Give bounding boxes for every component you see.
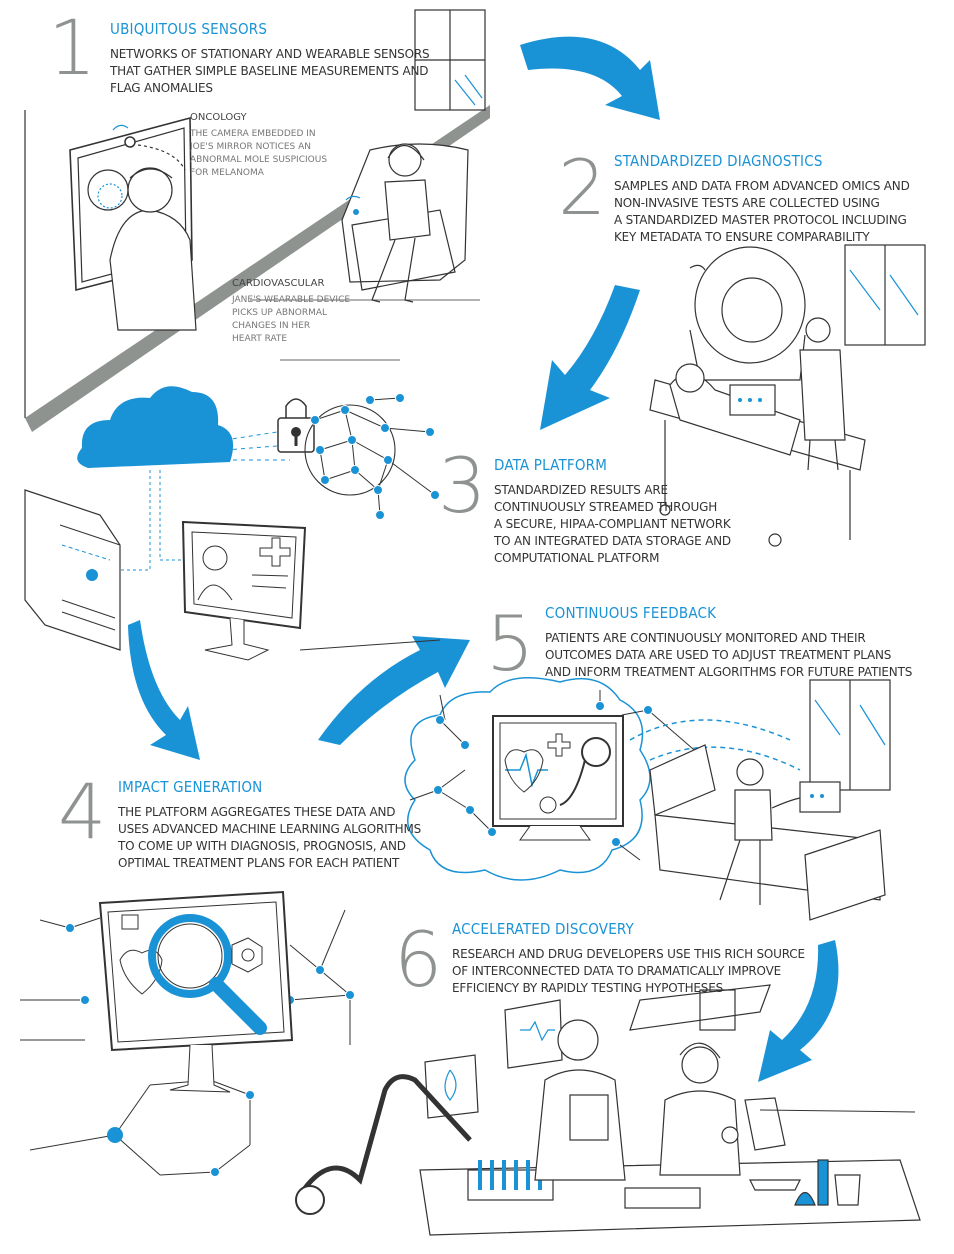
cardiovascular-line: PICKS UP ABNORMAL	[232, 308, 328, 318]
step-2-line: NON-INVASIVE TESTS ARE COLLECTED USING	[614, 196, 880, 210]
oncology-callout-title: ONCOLOGY	[190, 112, 247, 123]
oncology-line: THE CAMERA EMBEDDED IN	[190, 129, 316, 139]
feedback-scene	[404, 677, 891, 921]
cardiovascular-line: HEART RATE	[232, 334, 288, 344]
impact-scene	[20, 890, 355, 1177]
step-1-line: NETWORKS OF STATIONARY AND WEARABLE SENS…	[110, 47, 430, 61]
step-3-title: DATA PLATFORM	[494, 456, 608, 474]
step-3-description: STANDARDIZED RESULTS ARE CONTINUOUSLY ST…	[494, 482, 731, 567]
step-5-line: PATIENTS ARE CONTINUOUSLY MONITORED AND …	[545, 631, 866, 645]
cardiovascular-line: JANE'S WEARABLE DEVICE	[232, 295, 351, 305]
step-2-line: SAMPLES AND DATA FROM ADVANCED OMICS AND	[614, 179, 910, 193]
step-1-line: FLAG ANOMALIES	[110, 81, 213, 95]
step-4-number: 4	[58, 767, 107, 856]
step-1-line: THAT GATHER SIMPLE BASELINE MEASUREMENTS…	[110, 64, 429, 78]
step-6-title: ACCELERATED DISCOVERY	[452, 920, 634, 938]
oncology-line: ABNORMAL MOLE SUSPICIOUS	[190, 155, 328, 165]
step-2-title: STANDARDIZED DIAGNOSTICS	[614, 152, 823, 170]
flow-arrows	[128, 36, 839, 1082]
step-3-line: STANDARDIZED RESULTS ARE	[494, 483, 668, 497]
data-platform-scene	[24, 386, 441, 661]
step-5-line: AND INFORM TREATMENT ALGORITHMS FOR FUTU…	[545, 665, 913, 679]
step-3-line: TO AN INTEGRATED DATA STORAGE AND	[494, 534, 731, 548]
step-4-line: USES ADVANCED MACHINE LEARNING ALGORITHM…	[118, 822, 422, 836]
oncology-callout-text: THE CAMERA EMBEDDED IN JOE'S MIRROR NOTI…	[190, 128, 327, 180]
step-3-line: COMPUTATIONAL PLATFORM	[494, 551, 660, 565]
step-6-line: RESEARCH AND DRUG DEVELOPERS USE THIS RI…	[452, 947, 805, 961]
oncology-line: FOR MELANOMA	[190, 168, 264, 178]
step-3-number: 3	[438, 441, 487, 530]
step-2-number: 2	[558, 143, 607, 232]
step-4-description: THE PLATFORM AGGREGATES THESE DATA AND U…	[118, 804, 421, 872]
step-3-line: A SECURE, HIPAA-COMPLIANT NETWORK	[494, 517, 731, 531]
step-4-title: IMPACT GENERATION	[118, 778, 263, 796]
step-4-line: OPTIMAL TREATMENT PLANS FOR EACH PATIENT	[118, 856, 400, 870]
step-4-line: TO COME UP WITH DIAGNOSIS, PROGNOSIS, AN…	[118, 839, 406, 853]
cardiovascular-line: CHANGES IN HER	[232, 321, 311, 331]
oncology-line: JOE'S MIRROR NOTICES AN	[190, 142, 311, 152]
step-4-line: THE PLATFORM AGGREGATES THESE DATA AND	[118, 805, 396, 819]
step-6-number: 6	[394, 915, 443, 1004]
step-5-title: CONTINUOUS FEEDBACK	[545, 604, 717, 622]
sensor-room-scene	[24, 9, 490, 432]
lab-scene	[295, 984, 921, 1236]
step-6-line: OF INTERCONNECTED DATA TO DRAMATICALLY I…	[452, 964, 781, 978]
step-6-description: RESEARCH AND DRUG DEVELOPERS USE THIS RI…	[452, 946, 805, 997]
step-1-title: UBIQUITOUS SENSORS	[110, 20, 268, 38]
diagnostics-scene	[649, 244, 926, 547]
step-2-line: KEY METADATA TO ENSURE COMPARABILITY	[614, 230, 870, 244]
cardiovascular-callout-text: JANE'S WEARABLE DEVICE PICKS UP ABNORMAL…	[232, 294, 350, 346]
step-5-number: 5	[486, 599, 535, 688]
step-5-line: OUTCOMES DATA ARE USED TO ADJUST TREATME…	[545, 648, 892, 662]
step-1-number: 1	[48, 3, 97, 92]
step-1-description: NETWORKS OF STATIONARY AND WEARABLE SENS…	[110, 46, 430, 97]
step-6-line: EFFICIENCY BY RAPIDLY TESTING HYPOTHESES	[452, 981, 724, 995]
cardiovascular-callout-title: CARDIOVASCULAR	[232, 278, 325, 289]
step-2-line: A STANDARDIZED MASTER PROTOCOL INCLUDING	[614, 213, 907, 227]
step-2-description: SAMPLES AND DATA FROM ADVANCED OMICS AND…	[614, 178, 910, 246]
step-5-description: PATIENTS ARE CONTINUOUSLY MONITORED AND …	[545, 630, 912, 681]
step-3-line: CONTINUOUSLY STREAMED THROUGH	[494, 500, 718, 514]
